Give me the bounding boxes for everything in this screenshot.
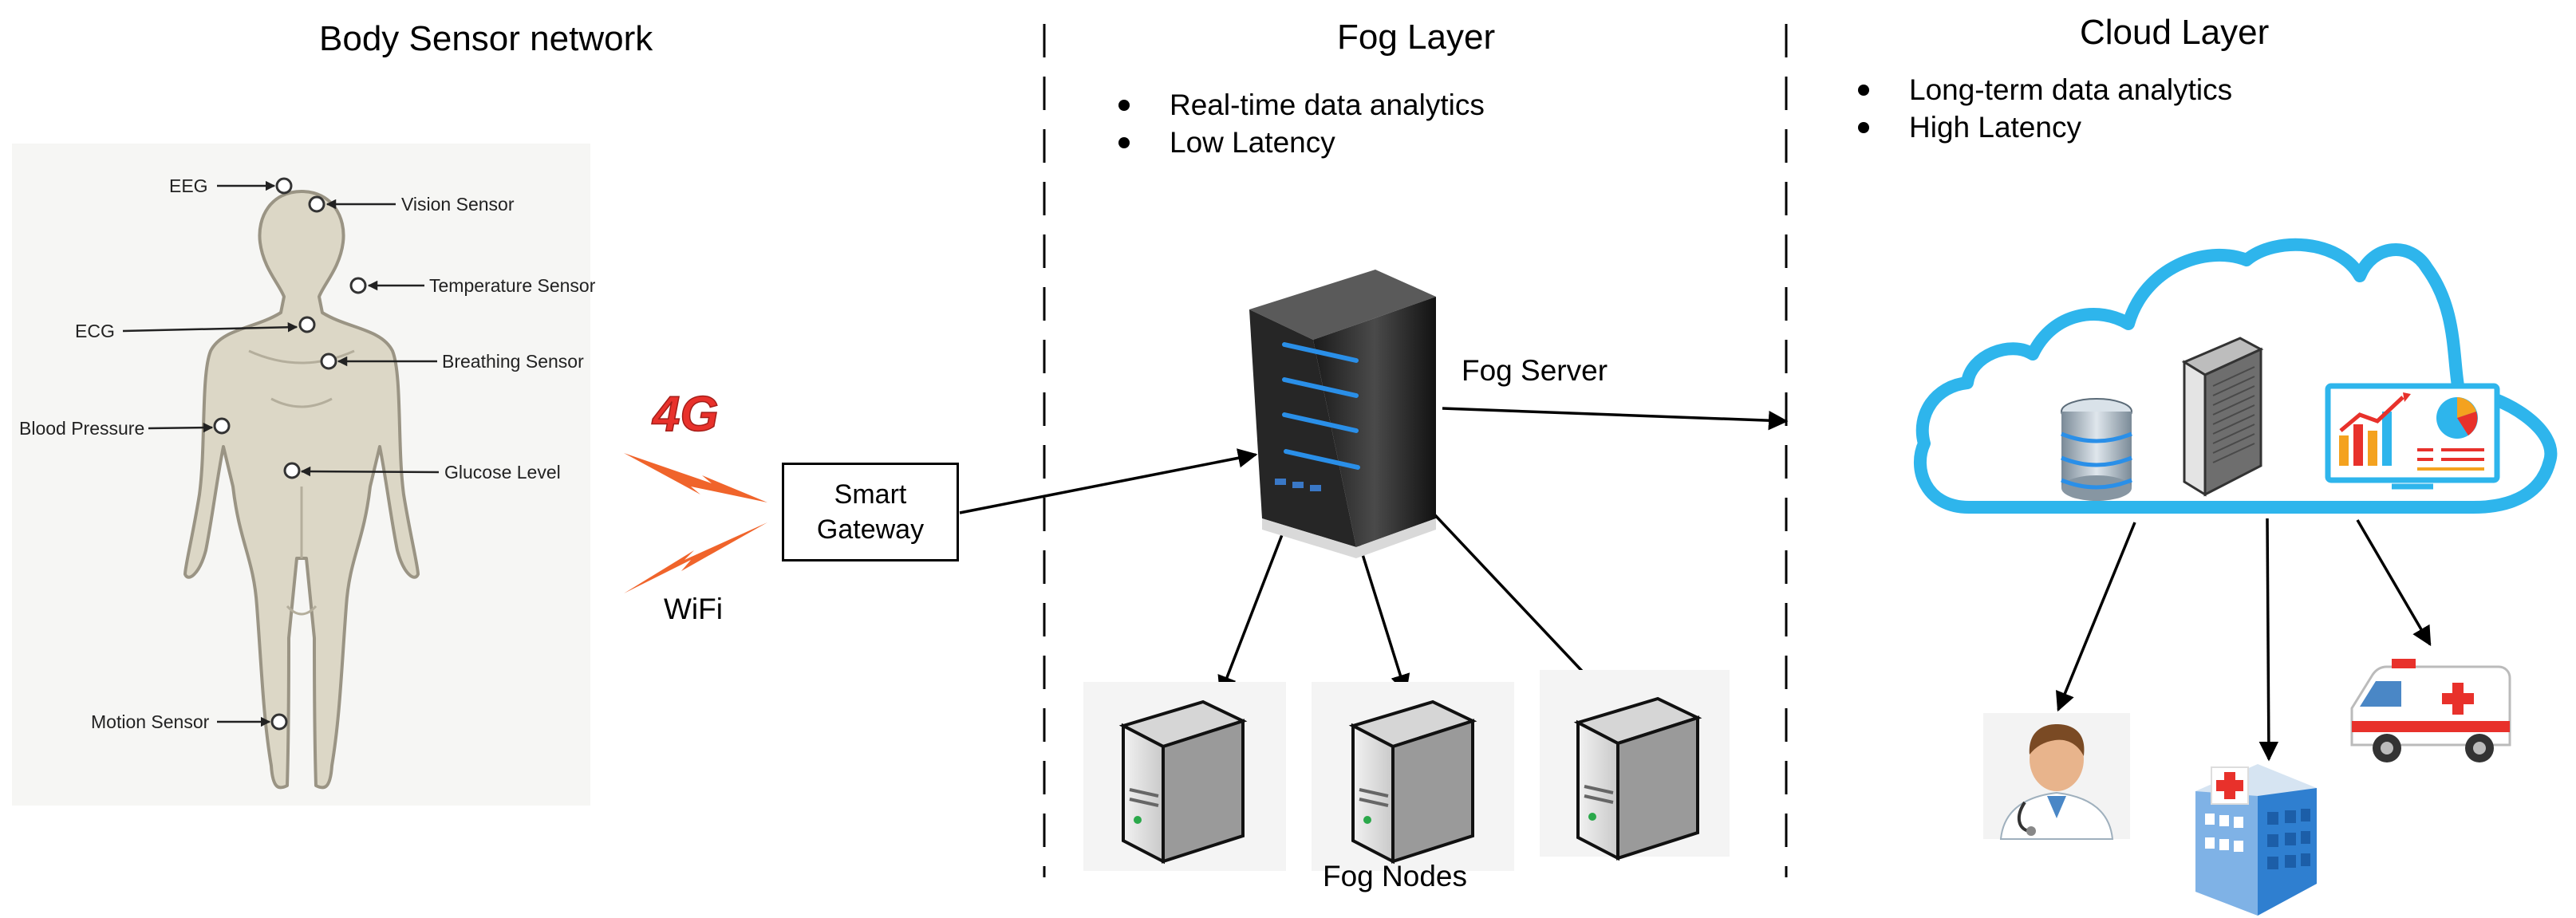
wifi-label: WiFi <box>664 593 723 625</box>
fog-bullet-item: Real-time data analytics <box>1114 86 1485 124</box>
cloud-to-ambulance-arrow <box>2356 519 2432 647</box>
fog-bullet-item: Low Latency <box>1114 124 1485 161</box>
fog-server-to-cloud-arrow <box>1442 407 1789 431</box>
layer-dividers <box>1043 24 1788 877</box>
wireless-lightning-icons <box>624 453 767 593</box>
server-to-node3-arrow <box>1420 499 1607 697</box>
fog-node-icon <box>1118 699 1248 865</box>
server-tower-icon <box>2181 337 2264 497</box>
sensor-label-eeg: EEG <box>169 175 208 196</box>
gateway-label-line2: Gateway <box>816 514 925 545</box>
fog-server-label: Fog Server <box>1462 354 1608 387</box>
fog-server-icon <box>1249 270 1436 558</box>
fog-nodes-label: Fog Nodes <box>1323 860 1467 892</box>
eeg-sensor-dot <box>275 177 293 195</box>
cloud-layer-title: Cloud Layer <box>2080 13 2270 52</box>
breathing-sensor-dot <box>320 353 337 370</box>
4g-icon: 4G <box>650 386 719 443</box>
lightning-bolt-icon-upper <box>624 453 767 502</box>
glucose-sensor-dot <box>283 462 301 479</box>
temperature-sensor-dot <box>349 277 367 294</box>
fog-nodes-group <box>1083 670 1730 871</box>
cloud-bullet-item: High Latency <box>1853 108 2232 146</box>
sensor-markers <box>213 177 367 731</box>
blood-pressure-sensor-dot <box>213 417 231 435</box>
analytics-dashboard-icon <box>2325 383 2500 490</box>
cloud-layer-bullets: Long-term data analytics High Latency <box>1853 71 2232 146</box>
ambulance-icon <box>2350 659 2511 762</box>
sensor-label-breathing: Breathing Sensor <box>442 351 584 372</box>
sensor-label-glucose: Glucose Level <box>444 462 561 483</box>
cloud-to-hospital-arrow <box>2258 518 2279 762</box>
gateway-to-fog-server-arrow <box>959 448 1258 514</box>
fog-layer-bullets: Real-time data analytics Low Latency <box>1114 86 1485 161</box>
smart-gateway-box: Smart Gateway <box>782 463 959 561</box>
body-sensor-network-title: Body Sensor network <box>319 19 653 58</box>
lightning-bolt-icon-lower <box>624 522 767 593</box>
fog-layer-title: Fog Layer <box>1337 18 1496 57</box>
cloud-to-doctor-arrow <box>2055 522 2136 712</box>
doctor-icon <box>1983 713 2130 840</box>
body-details <box>248 349 355 616</box>
fog-node-icon <box>1348 699 1477 865</box>
database-icon <box>2061 398 2132 501</box>
vision-sensor-dot <box>308 195 325 213</box>
sensor-label-ecg: ECG <box>75 321 115 341</box>
connection-arrows <box>959 407 2432 762</box>
sensor-pointers <box>122 180 440 727</box>
hospital-icon <box>2195 764 2317 916</box>
ecg-sensor-dot <box>298 316 316 333</box>
sensor-label-blood-pressure: Blood Pressure <box>19 418 145 439</box>
fog-node-icon <box>1573 696 1702 861</box>
sensor-label-vision: Vision Sensor <box>401 194 515 215</box>
sensor-label-motion: Motion Sensor <box>91 711 210 732</box>
server-to-node1-arrow <box>1217 532 1284 696</box>
server-to-node2-arrow <box>1356 538 1410 695</box>
cloud-bullet-item: Long-term data analytics <box>1853 71 2232 108</box>
motion-sensor-dot <box>270 713 288 731</box>
gateway-label-line1: Smart <box>834 479 907 510</box>
sensor-label-temperature: Temperature Sensor <box>429 275 596 296</box>
svg-text:4G: 4G <box>651 387 719 442</box>
